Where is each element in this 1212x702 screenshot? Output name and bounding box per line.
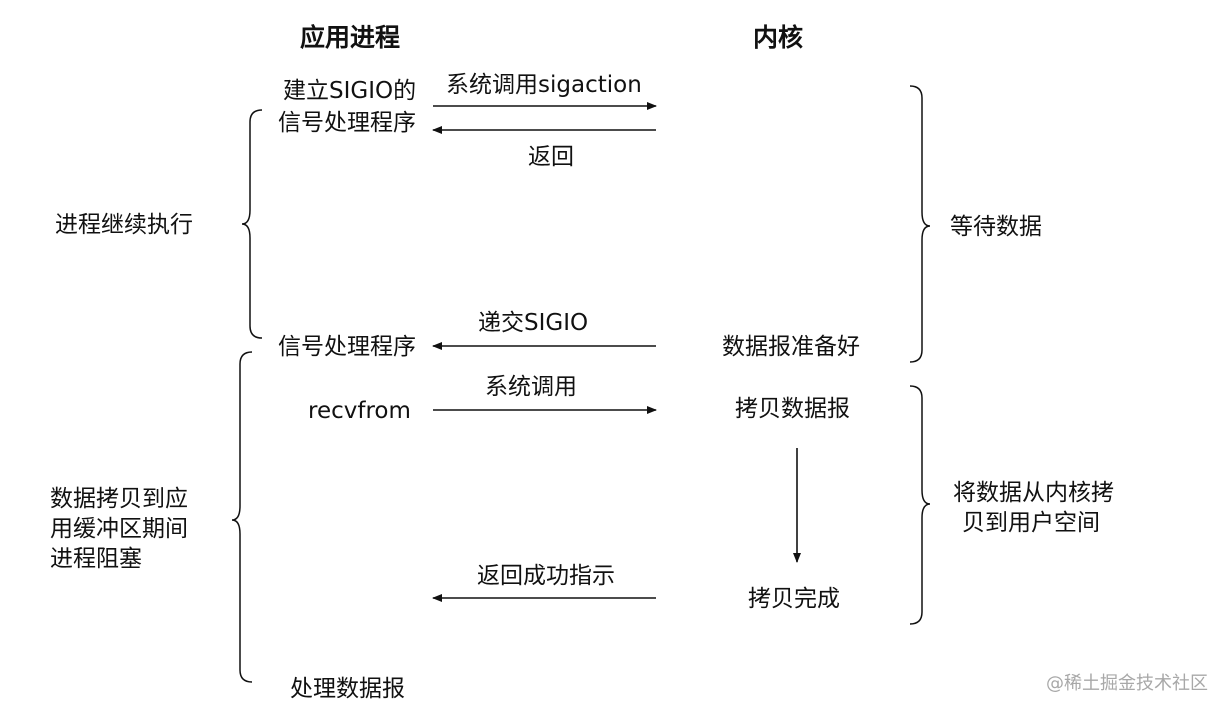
label-copy-complete: 拷贝完成 <box>748 586 840 612</box>
label-arrow-sigaction: 系统调用sigaction <box>446 72 642 98</box>
brace-left-continue <box>241 109 263 339</box>
header-app-process: 应用进程 <box>300 23 401 52</box>
label-arrow-return-success: 返回成功指示 <box>477 563 615 589</box>
label-arrow-return: 返回 <box>528 144 574 170</box>
watermark: @稀土掘金技术社区 <box>1046 673 1208 694</box>
label-process-datagram: 处理数据报 <box>290 676 405 702</box>
label-datagram-ready: 数据报准备好 <box>722 334 860 360</box>
label-recvfrom: recvfrom <box>308 398 411 424</box>
header-kernel: 内核 <box>753 23 804 52</box>
label-signal-handler: 信号处理程序 <box>278 334 416 360</box>
brace-left-blocked <box>231 351 253 683</box>
label-establish-line1: 建立SIGIO的 <box>283 78 417 104</box>
brace-right-copy <box>909 385 931 625</box>
brace-right-wait <box>909 85 931 363</box>
label-blocked-line2: 用缓冲区期间 <box>50 516 188 542</box>
label-copy-line2: 贝到用户空间 <box>962 510 1100 536</box>
label-wait-for-data: 等待数据 <box>950 214 1042 240</box>
label-copy-line1: 将数据从内核拷 <box>953 480 1114 506</box>
label-blocked-line1: 数据拷贝到应 <box>50 486 188 512</box>
label-arrow-deliver-sigio: 递交SIGIO <box>478 310 589 336</box>
label-process-continues: 进程继续执行 <box>55 212 193 238</box>
label-arrow-syscall: 系统调用 <box>485 374 577 400</box>
label-establish-line2: 信号处理程序 <box>278 110 416 136</box>
label-copy-datagram: 拷贝数据报 <box>735 396 850 422</box>
label-blocked-line3: 进程阻塞 <box>50 546 142 572</box>
